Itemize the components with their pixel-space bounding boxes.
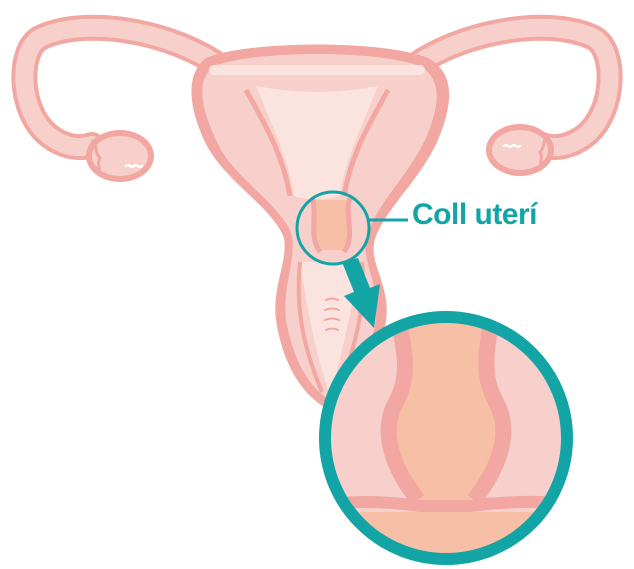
fallopian-tube-left (24, 28, 214, 147)
cervix-label: Coll uterí (412, 198, 537, 232)
cervix (310, 198, 352, 252)
ovary-right (486, 124, 554, 176)
ovary-left (86, 130, 154, 182)
